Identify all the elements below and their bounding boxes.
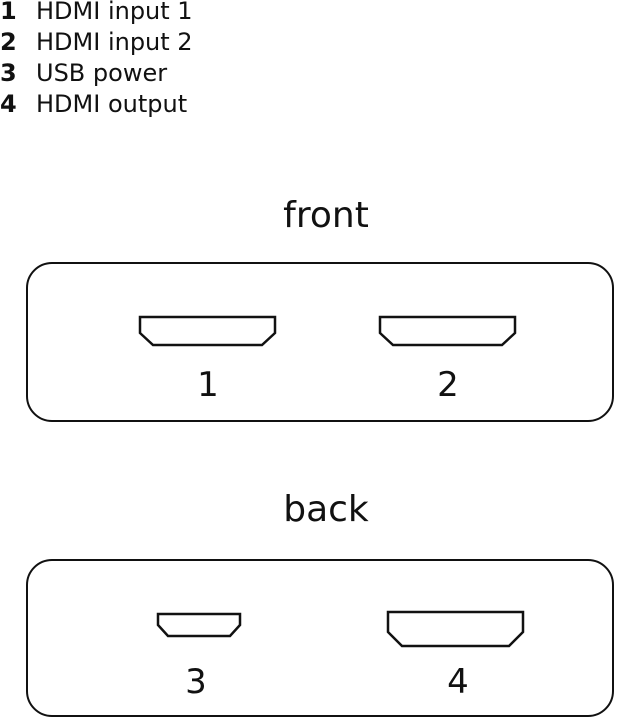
legend: 1 HDMI input 1 2 HDMI input 2 3 USB power 4… — [0, 0, 193, 120]
hdmi-port-1-icon — [138, 315, 277, 347]
legend-number: 4 — [0, 90, 17, 118]
legend-label: HDMI input 2 — [36, 28, 193, 56]
legend-item-hdmi-input-1: 1 HDMI input 1 — [0, 0, 193, 27]
legend-label: HDMI output — [36, 90, 188, 118]
hdmi-port-4-icon — [386, 610, 525, 648]
back-panel: 3 4 — [26, 559, 614, 717]
legend-item-usb-power: 3 USB power — [0, 58, 193, 89]
front-panel: 1 2 — [26, 262, 614, 422]
legend-number: 2 — [0, 28, 17, 56]
legend-number: 1 — [0, 0, 17, 25]
legend-number: 3 — [0, 59, 17, 87]
legend-item-hdmi-output: 4 HDMI output — [0, 89, 193, 120]
port-label-3: 3 — [185, 662, 207, 702]
port-label-2: 2 — [437, 365, 459, 405]
legend-item-hdmi-input-2: 2 HDMI input 2 — [0, 27, 193, 58]
port-label-1: 1 — [197, 365, 219, 405]
legend-label: HDMI input 1 — [36, 0, 193, 25]
hdmi-port-2-icon — [378, 315, 517, 347]
back-title: back — [283, 489, 369, 530]
legend-label: USB power — [36, 59, 168, 87]
port-label-4: 4 — [447, 662, 469, 702]
micro-usb-port-icon — [156, 612, 242, 638]
front-title: front — [283, 195, 369, 236]
